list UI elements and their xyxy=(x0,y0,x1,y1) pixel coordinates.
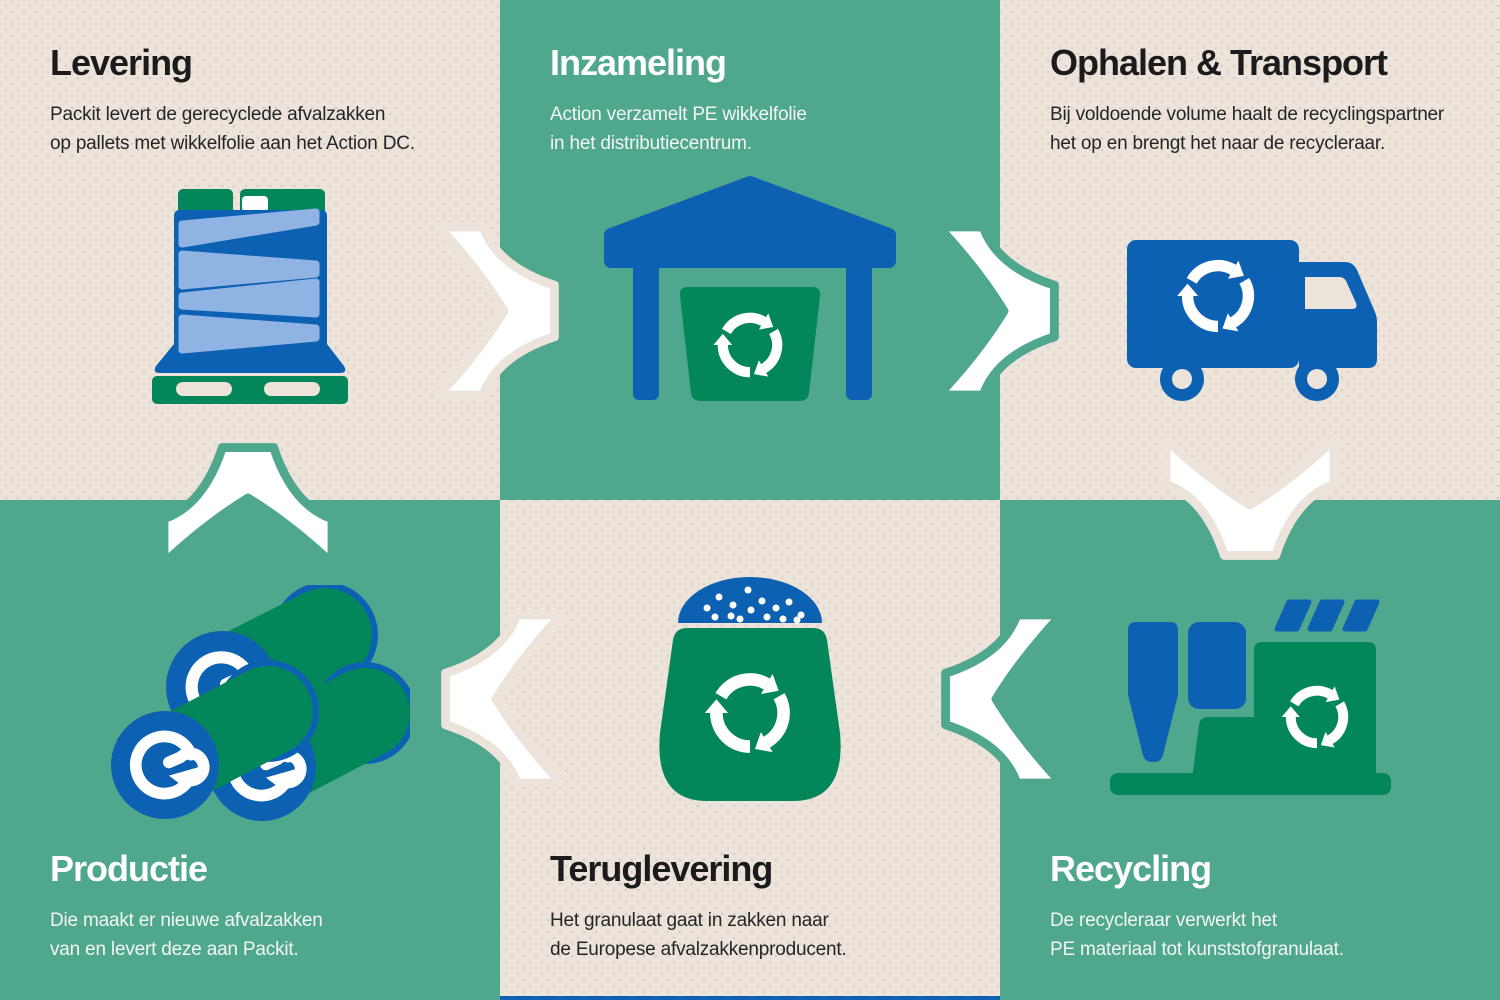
flow-arrow-levering-to-inzameling xyxy=(427,222,575,400)
section-title: Inzameling xyxy=(550,42,727,83)
section-description: Bij voldoende volume haalt de recyclings… xyxy=(1050,104,1445,154)
truck-icon xyxy=(1127,240,1377,401)
section-description: Packit levert de gerecyclede afvalzakken… xyxy=(50,104,415,154)
section-description: Action verzamelt PE wikkelfolie in het d… xyxy=(550,104,807,154)
flow-arrow-ophalen-to-recycling xyxy=(1161,428,1339,576)
flow-arrow-productie-to-levering xyxy=(159,427,337,575)
section-title: Ophalen & Transport xyxy=(1050,42,1388,83)
flow-arrow-recycling-to-teruglevering xyxy=(925,610,1073,788)
section-description: Die maakt er nieuwe afvalzakken van en l… xyxy=(50,910,323,960)
flow-arrow-inzameling-to-ophalen xyxy=(927,222,1075,400)
section-inzameling: Inzameling Action verzamelt PE wikkelfol… xyxy=(500,0,1000,500)
section-text: Teruglevering Het granulaat gaat in zakk… xyxy=(550,848,970,964)
section-title: Recycling xyxy=(1050,848,1212,889)
section-text: Levering Packit levert de gerecyclede af… xyxy=(50,42,470,158)
film-rolls-icon xyxy=(111,585,410,821)
section-recycling: Recycling De recycleraar verwerkt het PE… xyxy=(1000,500,1500,1000)
section-text: Ophalen & Transport Bij voldoende volume… xyxy=(1050,42,1470,158)
section-description: Het granulaat gaat in zakken naar de Eur… xyxy=(550,910,847,960)
section-text: Inzameling Action verzamelt PE wikkelfol… xyxy=(550,42,970,158)
flow-arrow-teruglevering-to-productie xyxy=(425,610,573,788)
section-productie: Productie Die maakt er nieuwe afvalzakke… xyxy=(0,500,500,1000)
granulate-heap xyxy=(678,577,822,623)
pallet-icon xyxy=(152,189,348,404)
factory-icon xyxy=(1110,599,1391,795)
bottom-blue-strip xyxy=(500,996,1000,1000)
granulate-bag-icon xyxy=(659,577,841,801)
section-title: Levering xyxy=(50,42,193,83)
film-roll xyxy=(111,660,319,819)
section-ophalen-transport: Ophalen & Transport Bij voldoende volume… xyxy=(1000,0,1500,500)
section-text: Recycling De recycleraar verwerkt het PE… xyxy=(1050,848,1470,964)
granulate-dots xyxy=(703,586,805,624)
section-description: De recycleraar verwerkt het PE materiaal… xyxy=(1050,910,1344,960)
section-teruglevering: Teruglevering Het granulaat gaat in zakk… xyxy=(500,500,1000,1000)
section-title: Productie xyxy=(50,848,208,889)
warehouse-icon xyxy=(604,176,896,401)
section-levering: Levering Packit levert de gerecyclede af… xyxy=(0,0,500,500)
section-title: Teruglevering xyxy=(550,848,773,889)
smoke-marks-icon xyxy=(1274,599,1380,632)
section-text: Productie Die maakt er nieuwe afvalzakke… xyxy=(50,848,470,964)
